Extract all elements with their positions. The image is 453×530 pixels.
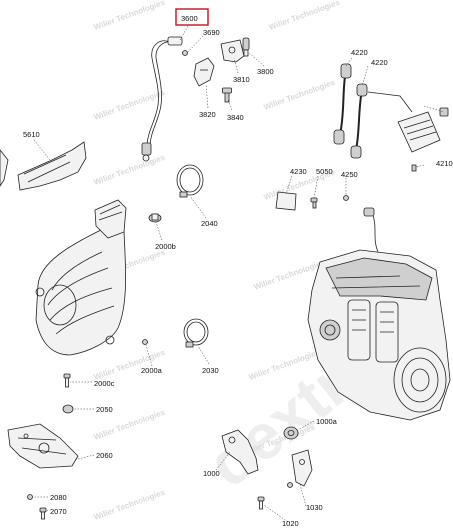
part-2000b-bolt[interactable] (148, 213, 162, 223)
part-1030-bracket[interactable] (291, 449, 313, 487)
part-4250-nut[interactable] (343, 195, 349, 201)
part-1020-screw[interactable] (257, 496, 265, 510)
callout-highlight-box (175, 8, 209, 26)
callout-3820[interactable]: 3820 (199, 110, 216, 119)
callout-2070[interactable]: 2070 (50, 507, 67, 516)
part-1000a-mount[interactable] (283, 426, 299, 440)
part-5050-screw[interactable] (310, 197, 318, 209)
callout-3800[interactable]: 3800 (257, 67, 274, 76)
part-3820-bracket[interactable] (193, 57, 215, 87)
part-2000a-bolt[interactable] (142, 339, 148, 345)
leader-lines (33, 25, 445, 523)
part-3690-nut[interactable] (182, 50, 188, 56)
part-2000c-bolt[interactable] (63, 373, 71, 388)
part-2040-clamp[interactable] (176, 164, 204, 198)
engine-assembly (307, 207, 451, 421)
callout-1000a[interactable]: 1000a (316, 417, 338, 426)
callout-1030[interactable]: 1030 (306, 503, 323, 512)
part-4220-hoses[interactable] (333, 63, 413, 159)
watermark-text: Wilier Technologies (93, 153, 167, 187)
callout-2050[interactable]: 2050 (96, 405, 113, 414)
part-3840-screw[interactable] (222, 87, 232, 103)
part-2030-clamp[interactable] (183, 318, 209, 348)
muffler-assembly (35, 199, 127, 356)
watermark-text: Wilier Technologies (93, 0, 167, 32)
part-2060-bracket[interactable] (7, 423, 79, 469)
watermark-text: Wilier Technologies (93, 348, 167, 382)
callout-4220-right[interactable]: 4220 (371, 58, 388, 67)
part-1000-engine-mount[interactable] (221, 429, 259, 475)
callout-2030[interactable]: 2030 (202, 366, 219, 375)
watermark-text: Wilier Technologies (93, 488, 167, 522)
part-2070-screw[interactable] (39, 507, 47, 520)
callout-2080[interactable]: 2080 (50, 493, 67, 502)
callout-2040[interactable]: 2040 (201, 219, 218, 228)
part-2050-rubber-mount[interactable] (62, 404, 74, 414)
callout-4230[interactable]: 4230 (290, 167, 307, 176)
part-5610-heat-shield[interactable] (0, 141, 87, 191)
callout-2000c[interactable]: 2000c (94, 379, 115, 388)
callout-4210[interactable]: 4210 (436, 159, 453, 168)
part-2080-nut[interactable] (27, 494, 33, 500)
watermark-text: Wilier Technologies (268, 0, 342, 32)
callout-3600[interactable]: 3600 (181, 14, 198, 23)
part-3600-sensor-cable[interactable] (141, 36, 183, 162)
callout-4250[interactable]: 4250 (341, 170, 358, 179)
callout-1000[interactable]: 1000 (203, 469, 220, 478)
part-4230-connector[interactable] (275, 191, 297, 211)
callout-3840[interactable]: 3840 (227, 113, 244, 122)
callout-5050[interactable]: 5050 (316, 167, 333, 176)
part-1020-nut[interactable] (287, 482, 293, 488)
part-4210-module[interactable] (397, 107, 449, 172)
part-3800-clip[interactable] (242, 37, 250, 57)
callout-3810[interactable]: 3810 (233, 75, 250, 84)
callout-1020[interactable]: 1020 (282, 519, 299, 528)
watermark-text: Wilier Technologies (263, 78, 337, 112)
callout-2000a[interactable]: 2000a (141, 366, 163, 375)
callout-5610[interactable]: 5610 (23, 130, 40, 139)
part-3810-bracket[interactable] (220, 39, 245, 63)
callout-2000b[interactable]: 2000b (155, 242, 176, 251)
callout-2060[interactable]: 2060 (96, 451, 113, 460)
callout-labels: 3600 3690 3810 3800 3820 3840 4220 4220 … (23, 14, 453, 528)
callout-4220-left[interactable]: 4220 (351, 48, 368, 57)
callout-3690[interactable]: 3690 (203, 28, 220, 37)
